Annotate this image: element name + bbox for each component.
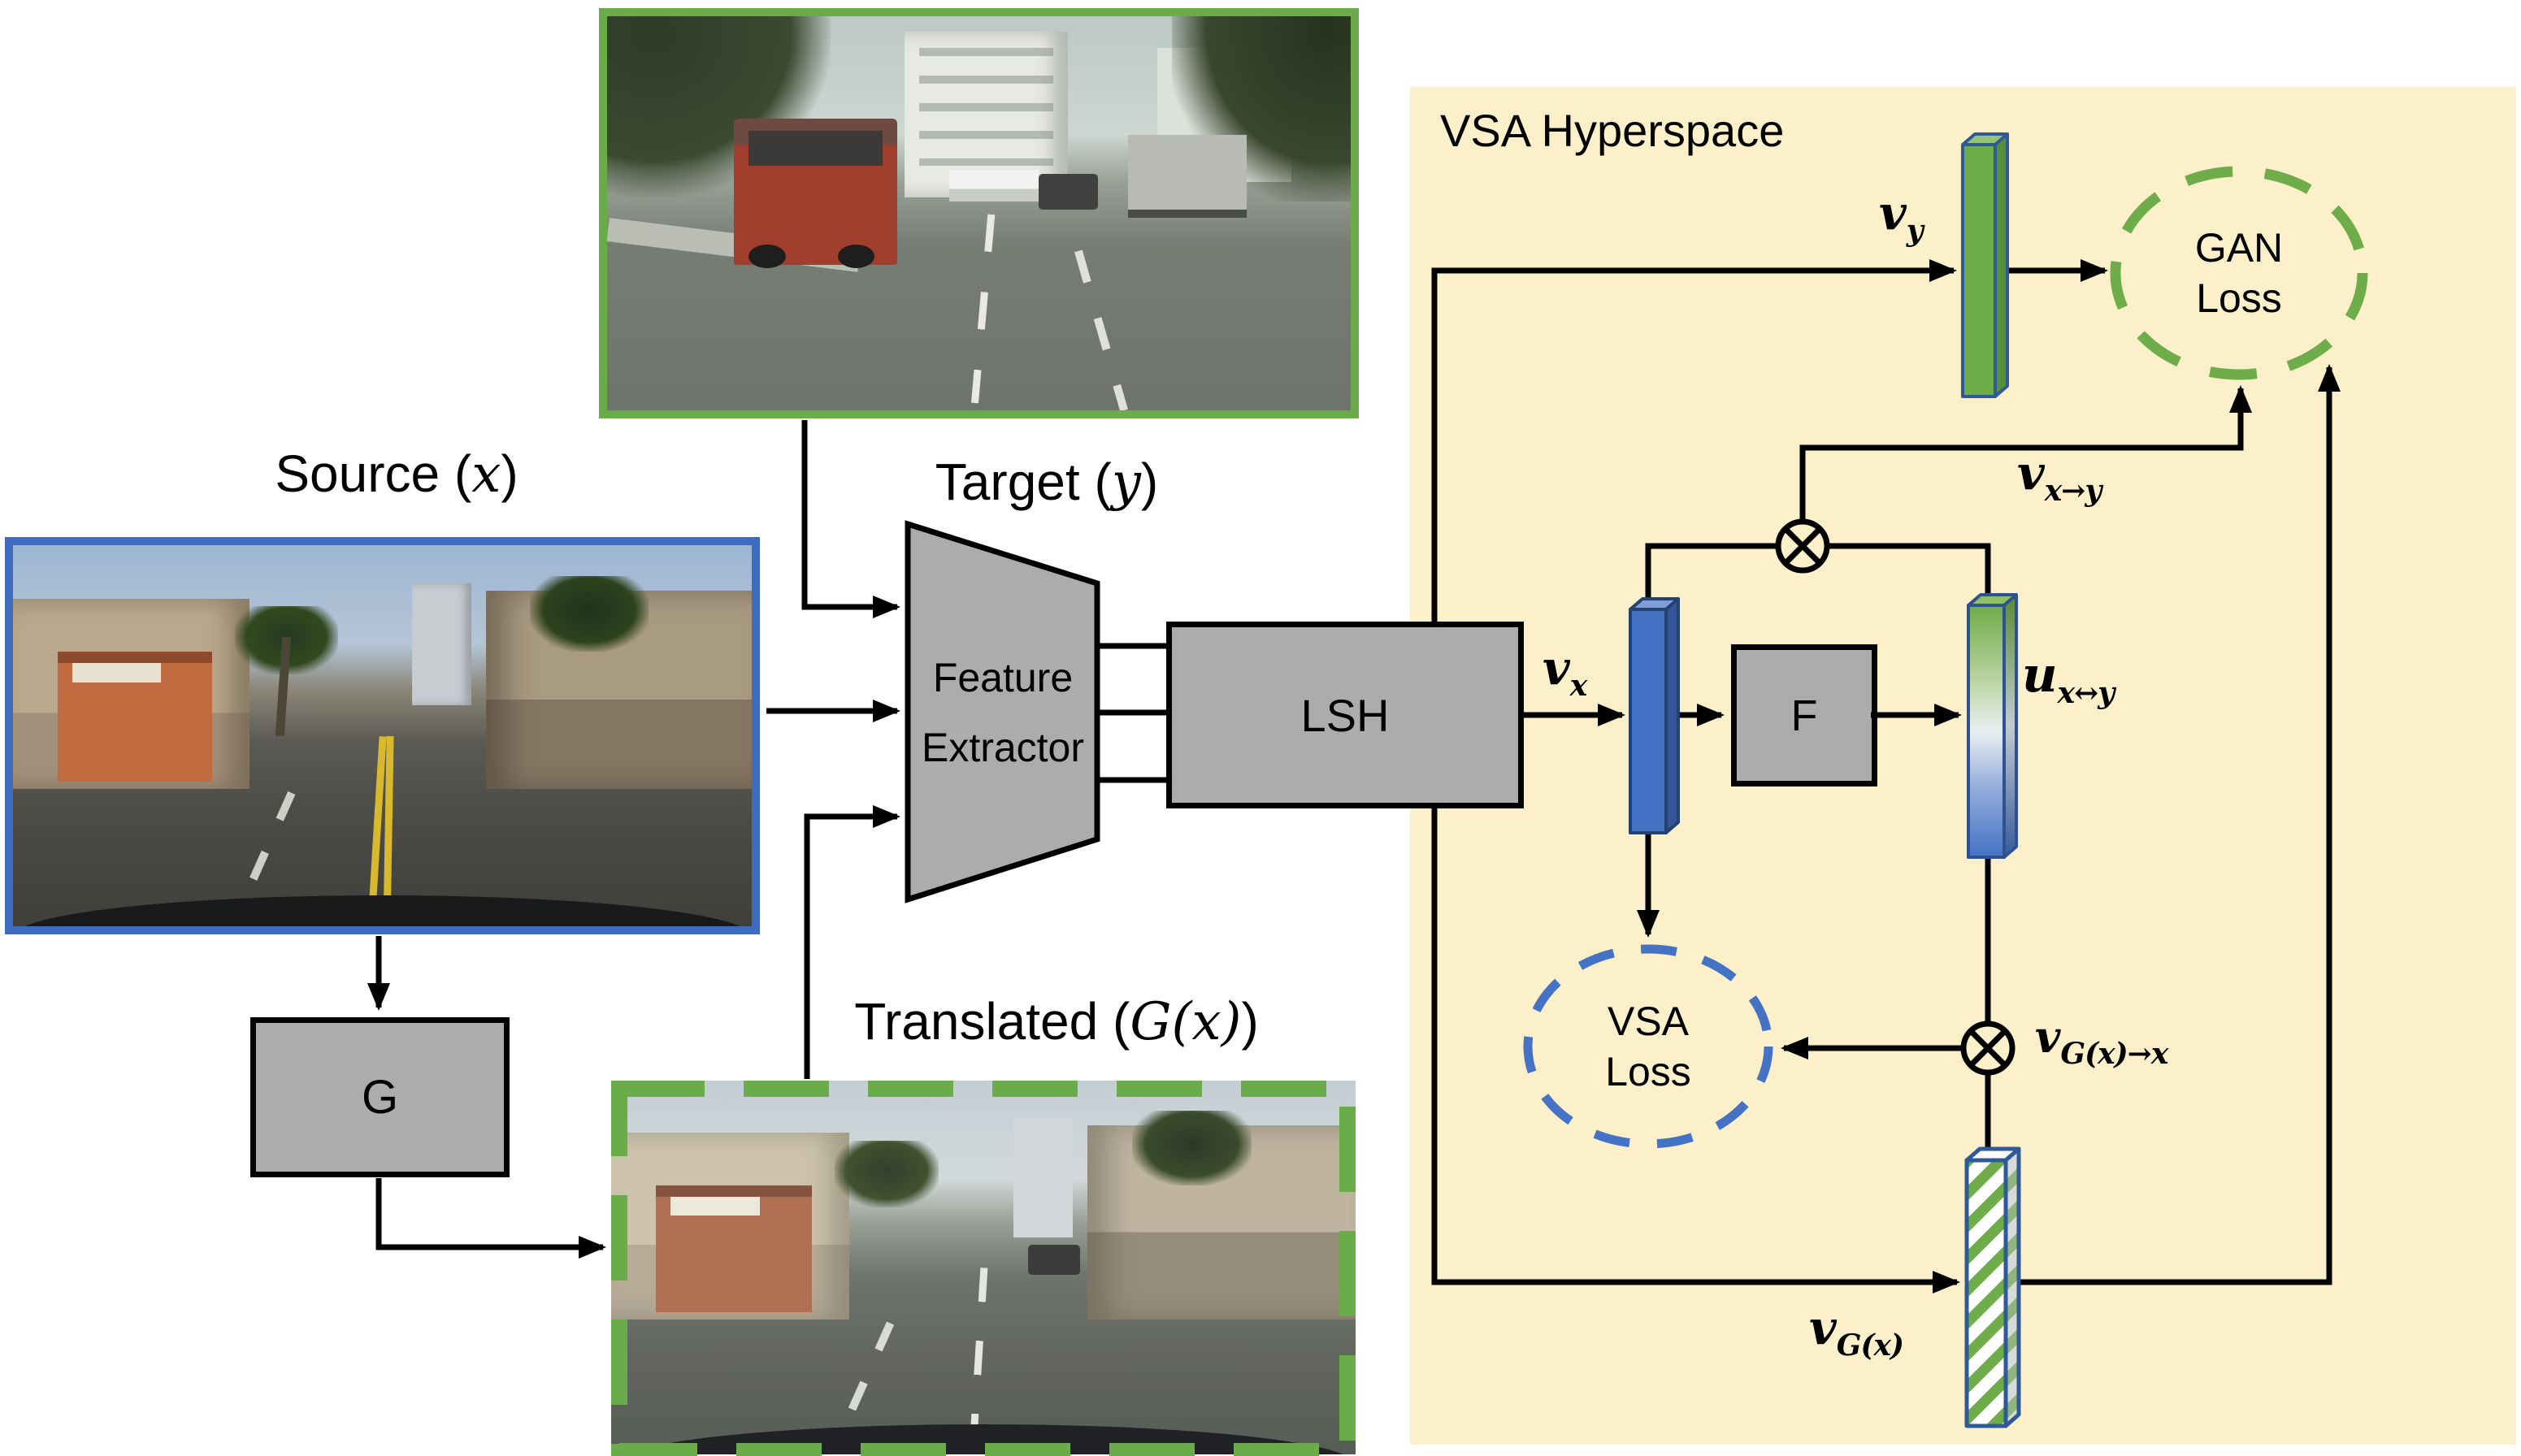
vy-label: vy (1879, 185, 1924, 248)
lsh-box: LSH (1166, 622, 1524, 808)
store-sign (670, 1196, 761, 1216)
target-caption: Target (y) (935, 453, 1159, 513)
palm-canopy (530, 575, 649, 652)
building-windows (919, 47, 1053, 167)
binder-network-label: F (1790, 691, 1818, 740)
feature-extractor-label: Feature Extractor (921, 655, 1085, 770)
edge-target-to-extractor (801, 420, 900, 618)
car (1038, 174, 1098, 210)
vx-label: vx (1543, 640, 1587, 703)
edge-generator-to-translated (375, 1178, 606, 1259)
binder-network-box: F (1731, 644, 1877, 786)
source-photo (5, 537, 760, 934)
vsa-loss-label: VSA Loss (1605, 999, 1691, 1094)
translated-street-scene (611, 1081, 1356, 1454)
skyscraper (411, 583, 471, 705)
generator-label: G (361, 1071, 399, 1124)
source-street-scene (13, 545, 752, 926)
u-label: ux↔y (2022, 647, 2115, 710)
target-street-scene (607, 16, 1351, 410)
target-photo (599, 8, 1359, 418)
skyscraper (1013, 1118, 1073, 1238)
store-sign (72, 663, 161, 682)
generator-box: G (250, 1017, 510, 1177)
palm-canopy (834, 1140, 939, 1208)
van-wheel (748, 245, 786, 269)
market-tents (948, 170, 1039, 202)
translated-caption: Translated (G(x)) (854, 992, 1259, 1052)
palm-canopy (1132, 1110, 1252, 1185)
source-caption: Source (x) (275, 444, 519, 505)
vsa-hyperspace-panel (1410, 87, 2516, 1445)
van-wheel (837, 245, 875, 269)
vgx-to-x-label: vG(x)→x (2035, 1011, 2168, 1071)
gan-loss-label: GAN Loss (2194, 225, 2284, 321)
van-window (748, 130, 883, 167)
truck (1127, 134, 1247, 218)
car (1027, 1245, 1081, 1276)
vgx-label: vG(x) (1809, 1300, 1904, 1363)
vsa-hyperspace-title: VSA Hyperspace (1440, 105, 1785, 156)
vxy-label: vx→y (2017, 445, 2102, 508)
lsh-label: LSH (1300, 689, 1390, 741)
translated-photo (611, 1081, 1356, 1454)
